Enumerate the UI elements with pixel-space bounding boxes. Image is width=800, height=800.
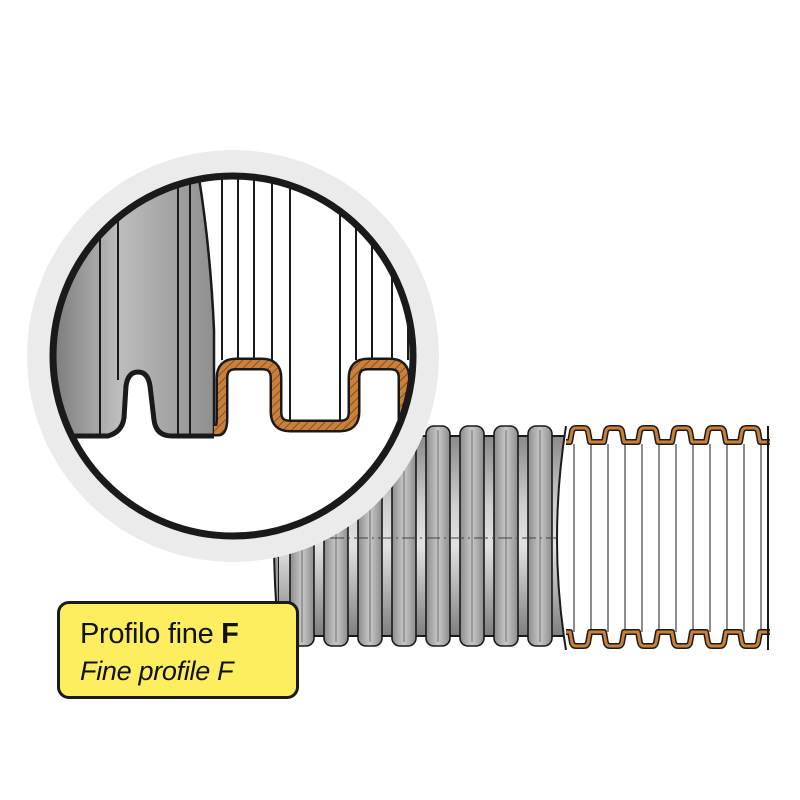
profile-label: Profilo fine F Fine profile F bbox=[57, 601, 299, 699]
profile-label-english: Fine profile F bbox=[80, 656, 234, 686]
pipe-rib bbox=[425, 425, 451, 647]
profile-label-it-prefix: Profilo fine bbox=[80, 618, 222, 650]
pipe-rib bbox=[459, 425, 485, 647]
detail-exterior-profile bbox=[53, 369, 214, 439]
profile-label-it-code: F bbox=[221, 618, 239, 650]
pipe-rib bbox=[527, 425, 553, 647]
pipe-wall-bottom-fill bbox=[566, 630, 770, 648]
detail-frame bbox=[49, 172, 417, 540]
pipe-cutaway bbox=[556, 425, 770, 651]
pipe-cut-edge bbox=[556, 425, 567, 651]
pipe-interior bbox=[557, 426, 770, 650]
pipe-rib bbox=[493, 425, 519, 647]
magnified-detail bbox=[27, 150, 439, 562]
pipe-wall-top-fill bbox=[566, 426, 770, 444]
profile-label-italian: Profilo fine F bbox=[80, 618, 239, 651]
